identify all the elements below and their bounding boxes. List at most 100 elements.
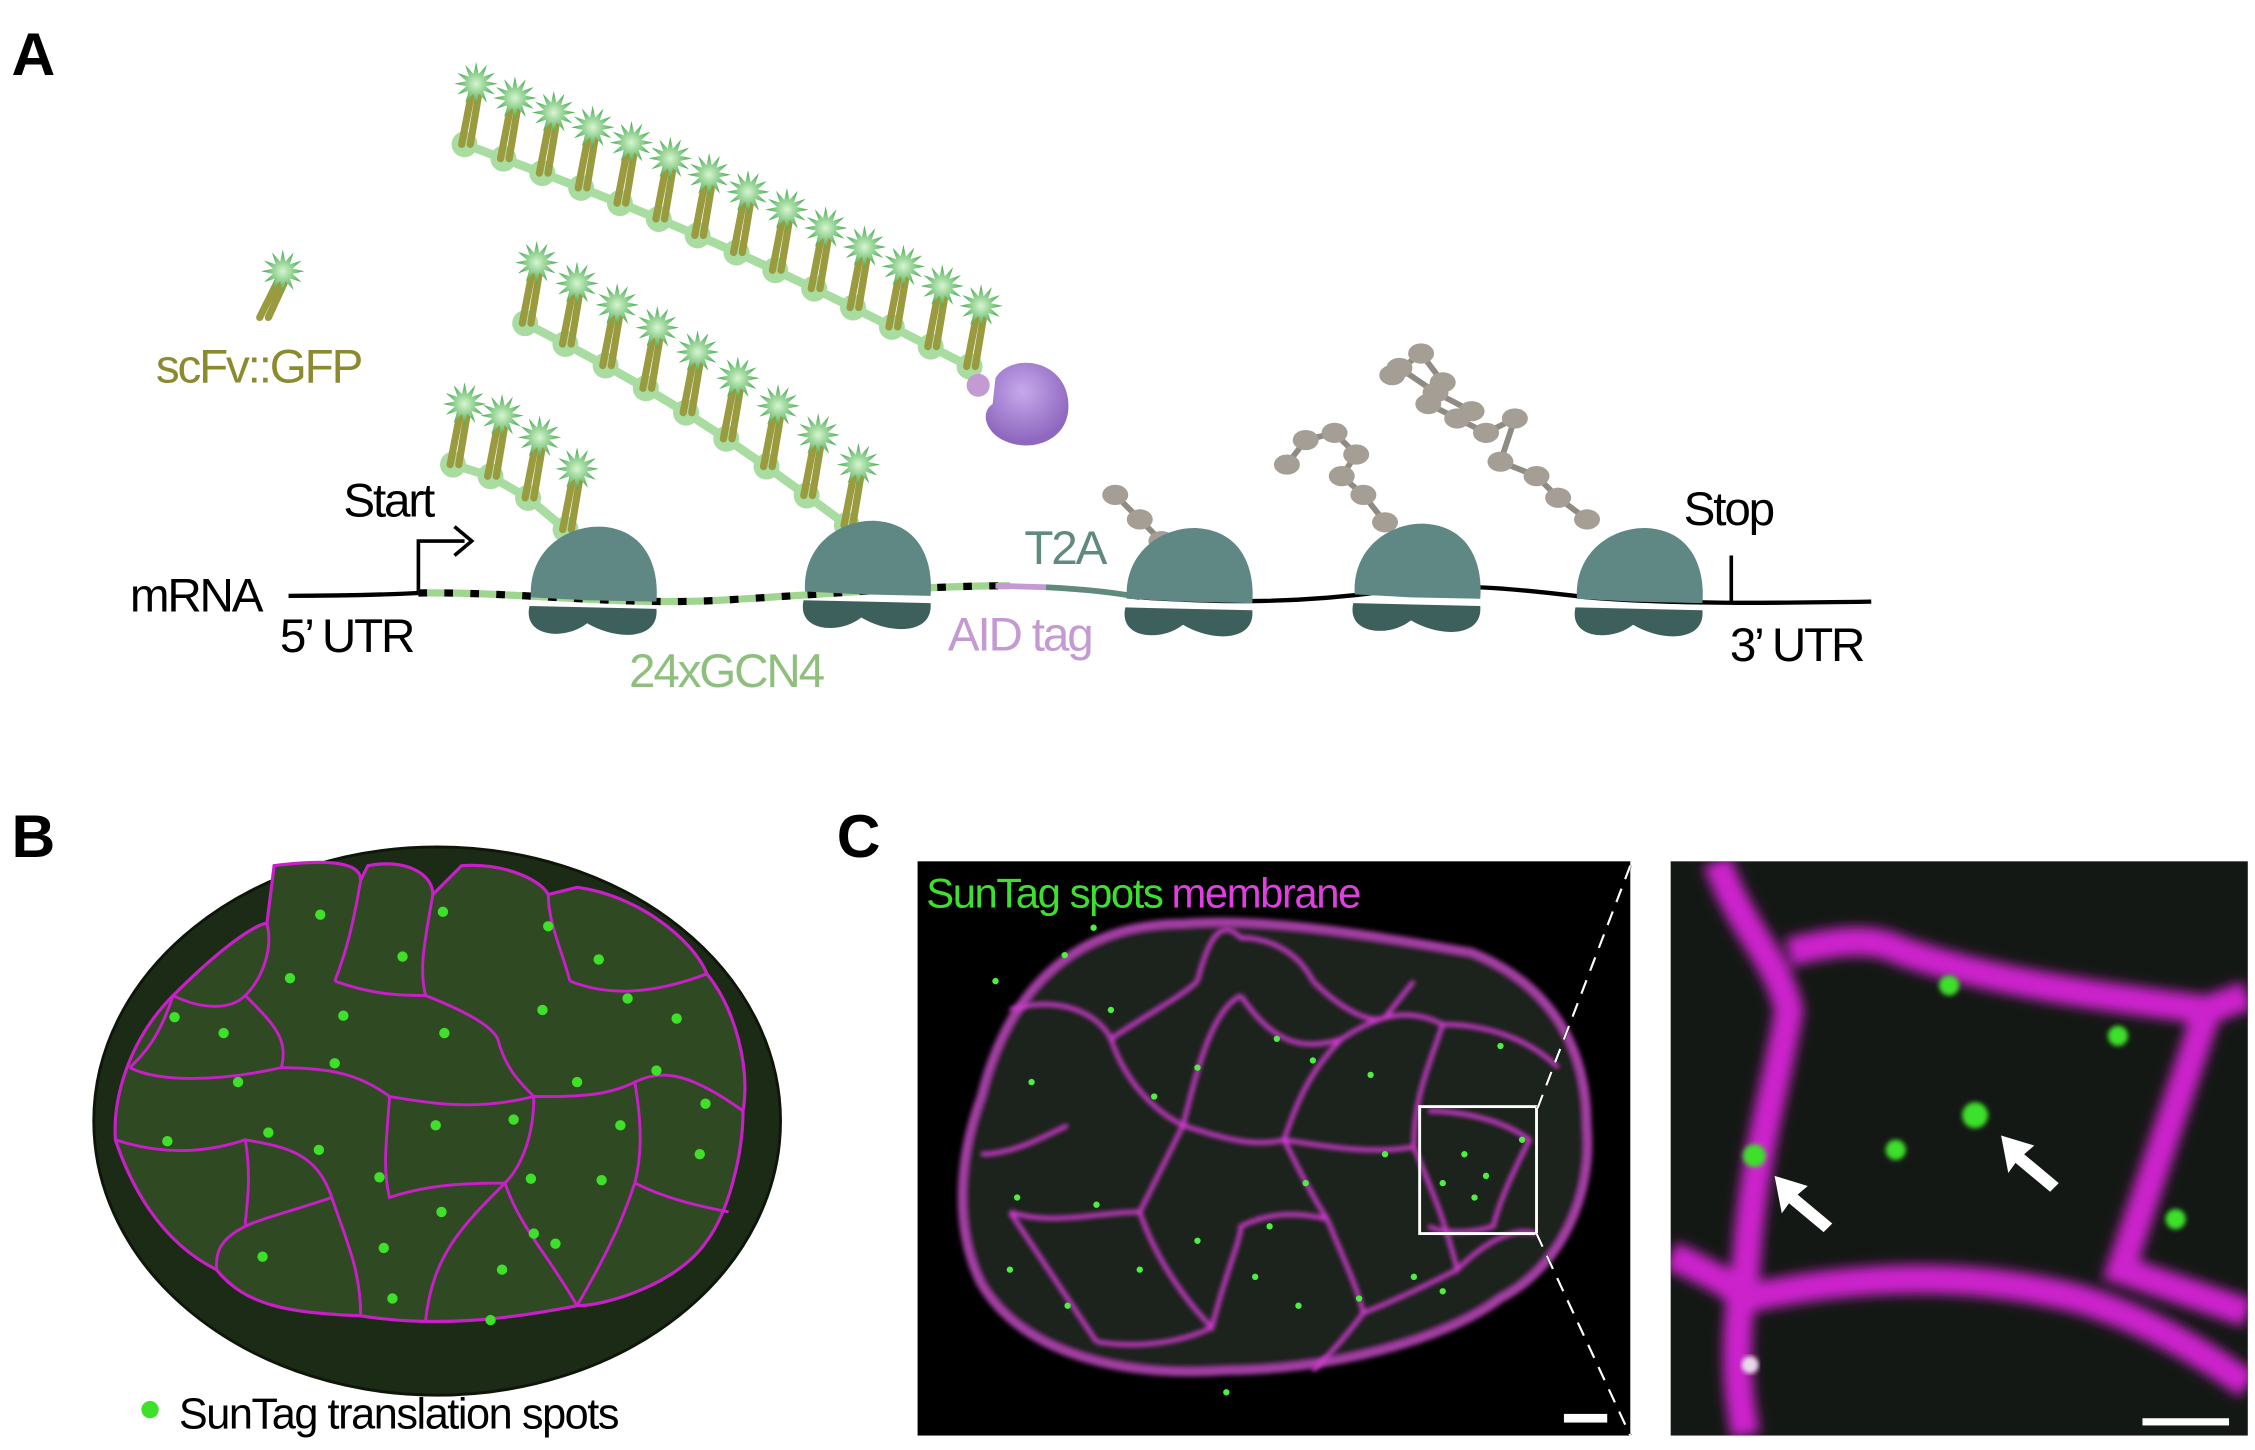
suntag-spot — [496, 1264, 508, 1275]
ribosome-large-subunit — [1576, 528, 1703, 604]
cell-wall — [384, 1096, 505, 1200]
panel-label-b: B — [12, 802, 56, 870]
suntag-spot — [1194, 1064, 1201, 1071]
suntag-spot — [218, 1027, 229, 1039]
suntag-spot — [528, 1228, 540, 1239]
chain-linker — [451, 460, 569, 533]
gfp-star-icon — [515, 240, 559, 285]
suntag-spot — [1252, 1273, 1259, 1281]
panel-b-embryo-schematic: SunTag translation spots — [92, 845, 782, 1438]
utr5-label: 5’ UTR — [280, 610, 414, 663]
cell-wall — [389, 1095, 535, 1107]
gfp-star-icon — [675, 330, 720, 374]
scale-bar-overview — [1563, 1413, 1608, 1423]
suntag-spot — [1064, 1302, 1071, 1309]
zoom-guide-lines — [1535, 865, 1632, 1437]
mrna-label: mRNA — [130, 570, 264, 623]
membrane — [1108, 1038, 1185, 1128]
gfp-star-icon — [635, 306, 679, 350]
cell-wall — [330, 1197, 363, 1316]
protein-bead — [1372, 512, 1399, 533]
nascent-suntag-chains — [256, 62, 1003, 543]
membrane — [1180, 993, 1242, 1126]
cell-wall — [503, 1182, 579, 1307]
suntag-spot — [1302, 1179, 1309, 1187]
protein-bead — [1328, 466, 1355, 487]
gfp-star-icon — [454, 62, 498, 106]
membrane — [1008, 1210, 1099, 1343]
suntag-spot — [1266, 1223, 1273, 1230]
mrna-coding-line — [1139, 584, 1872, 605]
scale-bar-inset — [2142, 1418, 2230, 1426]
gfp-star-icon — [480, 394, 524, 438]
gfp-star-icon — [842, 225, 887, 269]
cell-wall — [172, 994, 247, 1008]
protein-bead — [1458, 401, 1485, 422]
channel-label-magenta: membrane — [1172, 870, 1361, 917]
inset-colocalized-spot — [1741, 1356, 1759, 1374]
membrane — [1009, 1124, 1185, 1221]
suntag-spot — [430, 1120, 441, 1131]
embryo-image — [957, 917, 1593, 1377]
suntag-spot — [1093, 1201, 1100, 1208]
suntag-spot — [169, 1011, 180, 1023]
ribosome-small-subunit — [802, 600, 931, 630]
gfp-star-icon — [555, 261, 599, 306]
suntag-spot — [313, 1144, 325, 1156]
suntag-spot — [537, 1004, 548, 1016]
ribosome-small-subunit — [1574, 607, 1703, 637]
suntag-spot — [1439, 1288, 1446, 1295]
suntag-spot — [329, 1058, 340, 1069]
ribosome-small-subunit — [528, 605, 657, 635]
suntag-chain — [512, 240, 881, 539]
suntag-spots — [162, 906, 711, 1326]
aid-tag-label: AID tag — [948, 609, 1092, 662]
legend-label: SunTag translation spots — [179, 1390, 619, 1438]
gfp-star-icon — [765, 188, 809, 232]
stop-label: Stop — [1684, 483, 1774, 536]
protein-chain — [1386, 357, 1485, 422]
suntag-spot — [1028, 1078, 1035, 1086]
cell-wall — [128, 995, 175, 1069]
suntag-spot — [1006, 1266, 1014, 1273]
cell-wall — [281, 1066, 391, 1098]
gfp-star-icon — [796, 413, 840, 457]
suntag-spot — [284, 973, 296, 984]
protein-bead — [1343, 444, 1370, 465]
membrane — [1009, 979, 1200, 1042]
cell-wall — [421, 894, 435, 996]
cell-wall — [503, 1096, 536, 1185]
gfp-star-icon — [517, 415, 562, 459]
aid-tag-bead — [966, 373, 990, 397]
gfp-star-icon — [687, 153, 731, 197]
suntag-spot — [543, 921, 554, 932]
gfp-star-icon — [804, 206, 848, 250]
suntag-spot — [992, 977, 999, 985]
ribosome-large-subunit — [1354, 523, 1481, 599]
gfp-star-icon — [726, 170, 770, 214]
suntag-spot — [1439, 1179, 1446, 1187]
protein-bead — [1273, 454, 1300, 475]
cell-wall — [575, 1182, 637, 1307]
panel-a-diagram: scFv::GFP Start mRNA 5’ UTR 24xGCN4 AID … — [130, 62, 1872, 698]
mrna-5utr-line — [288, 590, 419, 599]
gfp-star-icon — [716, 356, 760, 400]
ribosomes — [528, 520, 1703, 637]
cell-wall — [424, 1182, 506, 1321]
scfv-antibody — [613, 147, 638, 207]
protein-bead — [1350, 484, 1377, 505]
suntag-spots-overview — [992, 924, 1526, 1396]
suntag-spot — [593, 954, 604, 965]
suntag-spot — [1461, 1151, 1468, 1158]
suntag-spot — [622, 993, 633, 1004]
aid-region — [995, 582, 1047, 591]
protein-bead — [1545, 487, 1572, 508]
protein-bead — [1126, 509, 1153, 530]
scfv-antibody — [518, 267, 544, 327]
cell-wall — [334, 979, 500, 1040]
gfp-star-icon — [571, 105, 615, 149]
suntag-chain — [440, 382, 599, 543]
suntag-spot — [694, 1149, 705, 1160]
suntag-spot — [1367, 1071, 1374, 1079]
suntag-spot — [1471, 1194, 1478, 1201]
